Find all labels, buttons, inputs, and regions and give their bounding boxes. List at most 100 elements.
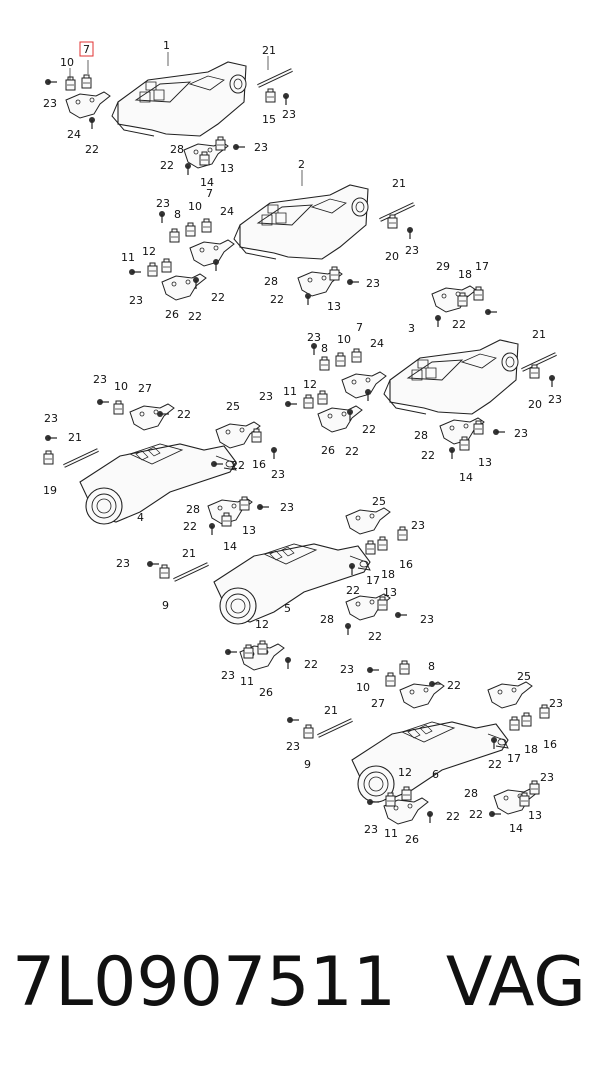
callout-label: 22 [421,449,435,462]
callout-label: 23 [411,519,425,532]
callout-label: 22 [368,630,382,643]
callout-label: 14 [223,540,237,553]
callout-label: 14 [200,176,214,189]
callout-label: 24 [67,128,81,141]
callout-label: 17 [475,260,489,273]
callout-label: 14 [459,471,473,484]
callout-label: 22 [177,408,191,421]
callout-label: 15 [262,113,276,126]
callout-label: 23 [307,331,321,344]
assembly-6 [286,660,550,825]
callout-label: 13 [383,586,397,599]
callout-label: 22 [231,459,245,472]
callout-label: 28 [186,503,200,516]
callout-label: 7 [83,43,90,56]
callout-label: 23 [364,823,378,836]
callout-label: 28 [464,787,478,800]
callout-label: 23 [282,108,296,121]
callout-label: 23 [43,97,57,110]
callout-label: 9 [304,758,311,771]
callout-label: 26 [405,833,419,846]
callout-label: 26 [259,686,273,699]
callout-label: 11 [384,827,398,840]
callout-label: 28 [264,275,278,288]
callout-label: 18 [381,568,395,581]
callout-label: 14 [509,822,523,835]
callout-label: 2 [298,158,305,171]
callout-label: 25 [226,400,240,413]
callout-label: 12 [303,378,317,391]
callout-label: 17 [366,574,380,587]
callout-label: 22 [362,423,376,436]
callout-label: 12 [255,618,269,631]
callout-label: 23 [280,501,294,514]
callout-label: 23 [271,468,285,481]
callout-label: 22 [304,658,318,671]
callout-label: 21 [68,431,82,444]
callout-label: 23 [259,390,273,403]
callout-label: 13 [478,456,492,469]
callout-label: 23 [548,393,562,406]
part-number: 7L0907511 [12,943,396,1022]
callout-label: 18 [458,268,472,281]
callout-label: 3 [408,322,415,335]
callout-label: 23 [340,663,354,676]
callout-label: 13 [327,300,341,313]
footer: 7L0907511 VAG [0,935,600,1035]
callout-label: 8 [428,660,435,673]
callout-label: 20 [385,250,399,263]
callout-label: 13 [528,809,542,822]
highlight-box [79,41,94,57]
callout-label: 26 [165,308,179,321]
callout-label: 21 [262,44,276,57]
callout-label: 22 [446,810,460,823]
callout-label: 1 [163,39,170,52]
callout-label: 22 [270,293,284,306]
callout-label: 7 [206,187,213,200]
callout-label: 22 [211,291,225,304]
callout-label: 22 [488,758,502,771]
callout-label: 23 [129,294,143,307]
callout-label: 10 [337,333,351,346]
callout-label: 22 [452,318,466,331]
callout-label: 24 [370,337,384,350]
callout-label: 28 [414,429,428,442]
assembly-2 [128,170,416,306]
callout-label: 27 [371,697,385,710]
callout-label: 21 [532,328,546,341]
callout-label: 5 [284,602,291,615]
callout-label: 8 [174,208,181,221]
callout-label: 23 [93,373,107,386]
callout-label: 22 [188,310,202,323]
callout-label: 23 [540,771,554,784]
callout-label: 23 [221,669,235,682]
callout-label: 23 [405,244,419,257]
assembly-1 [44,52,294,176]
callout-label: 11 [240,675,254,688]
callout-label: 29 [436,260,450,273]
callout-label: 11 [121,251,135,264]
callout-label: 17 [507,752,521,765]
callout-label: 21 [324,704,338,717]
callout-label: 28 [320,613,334,626]
brand-name: VAG [445,943,586,1022]
callout-label: 25 [372,495,386,508]
callout-label: 13 [242,524,256,537]
callout-label: 22 [447,679,461,692]
callout-label: 22 [346,584,360,597]
callout-label: 16 [252,458,266,471]
callout-label: 23 [420,613,434,626]
callout-label: 10 [188,200,202,213]
callout-label: 24 [220,205,234,218]
callout-label: 26 [321,444,335,457]
callout-label: 10 [114,380,128,393]
callout-label: 22 [469,808,483,821]
callout-label: 28 [170,143,184,156]
callout-label: 20 [528,398,542,411]
callout-label: 6 [432,768,439,781]
callout-label: 4 [137,511,144,524]
callout-label: 8 [321,342,328,355]
callout-label: 12 [142,245,156,258]
callout-label: 21 [182,547,196,560]
